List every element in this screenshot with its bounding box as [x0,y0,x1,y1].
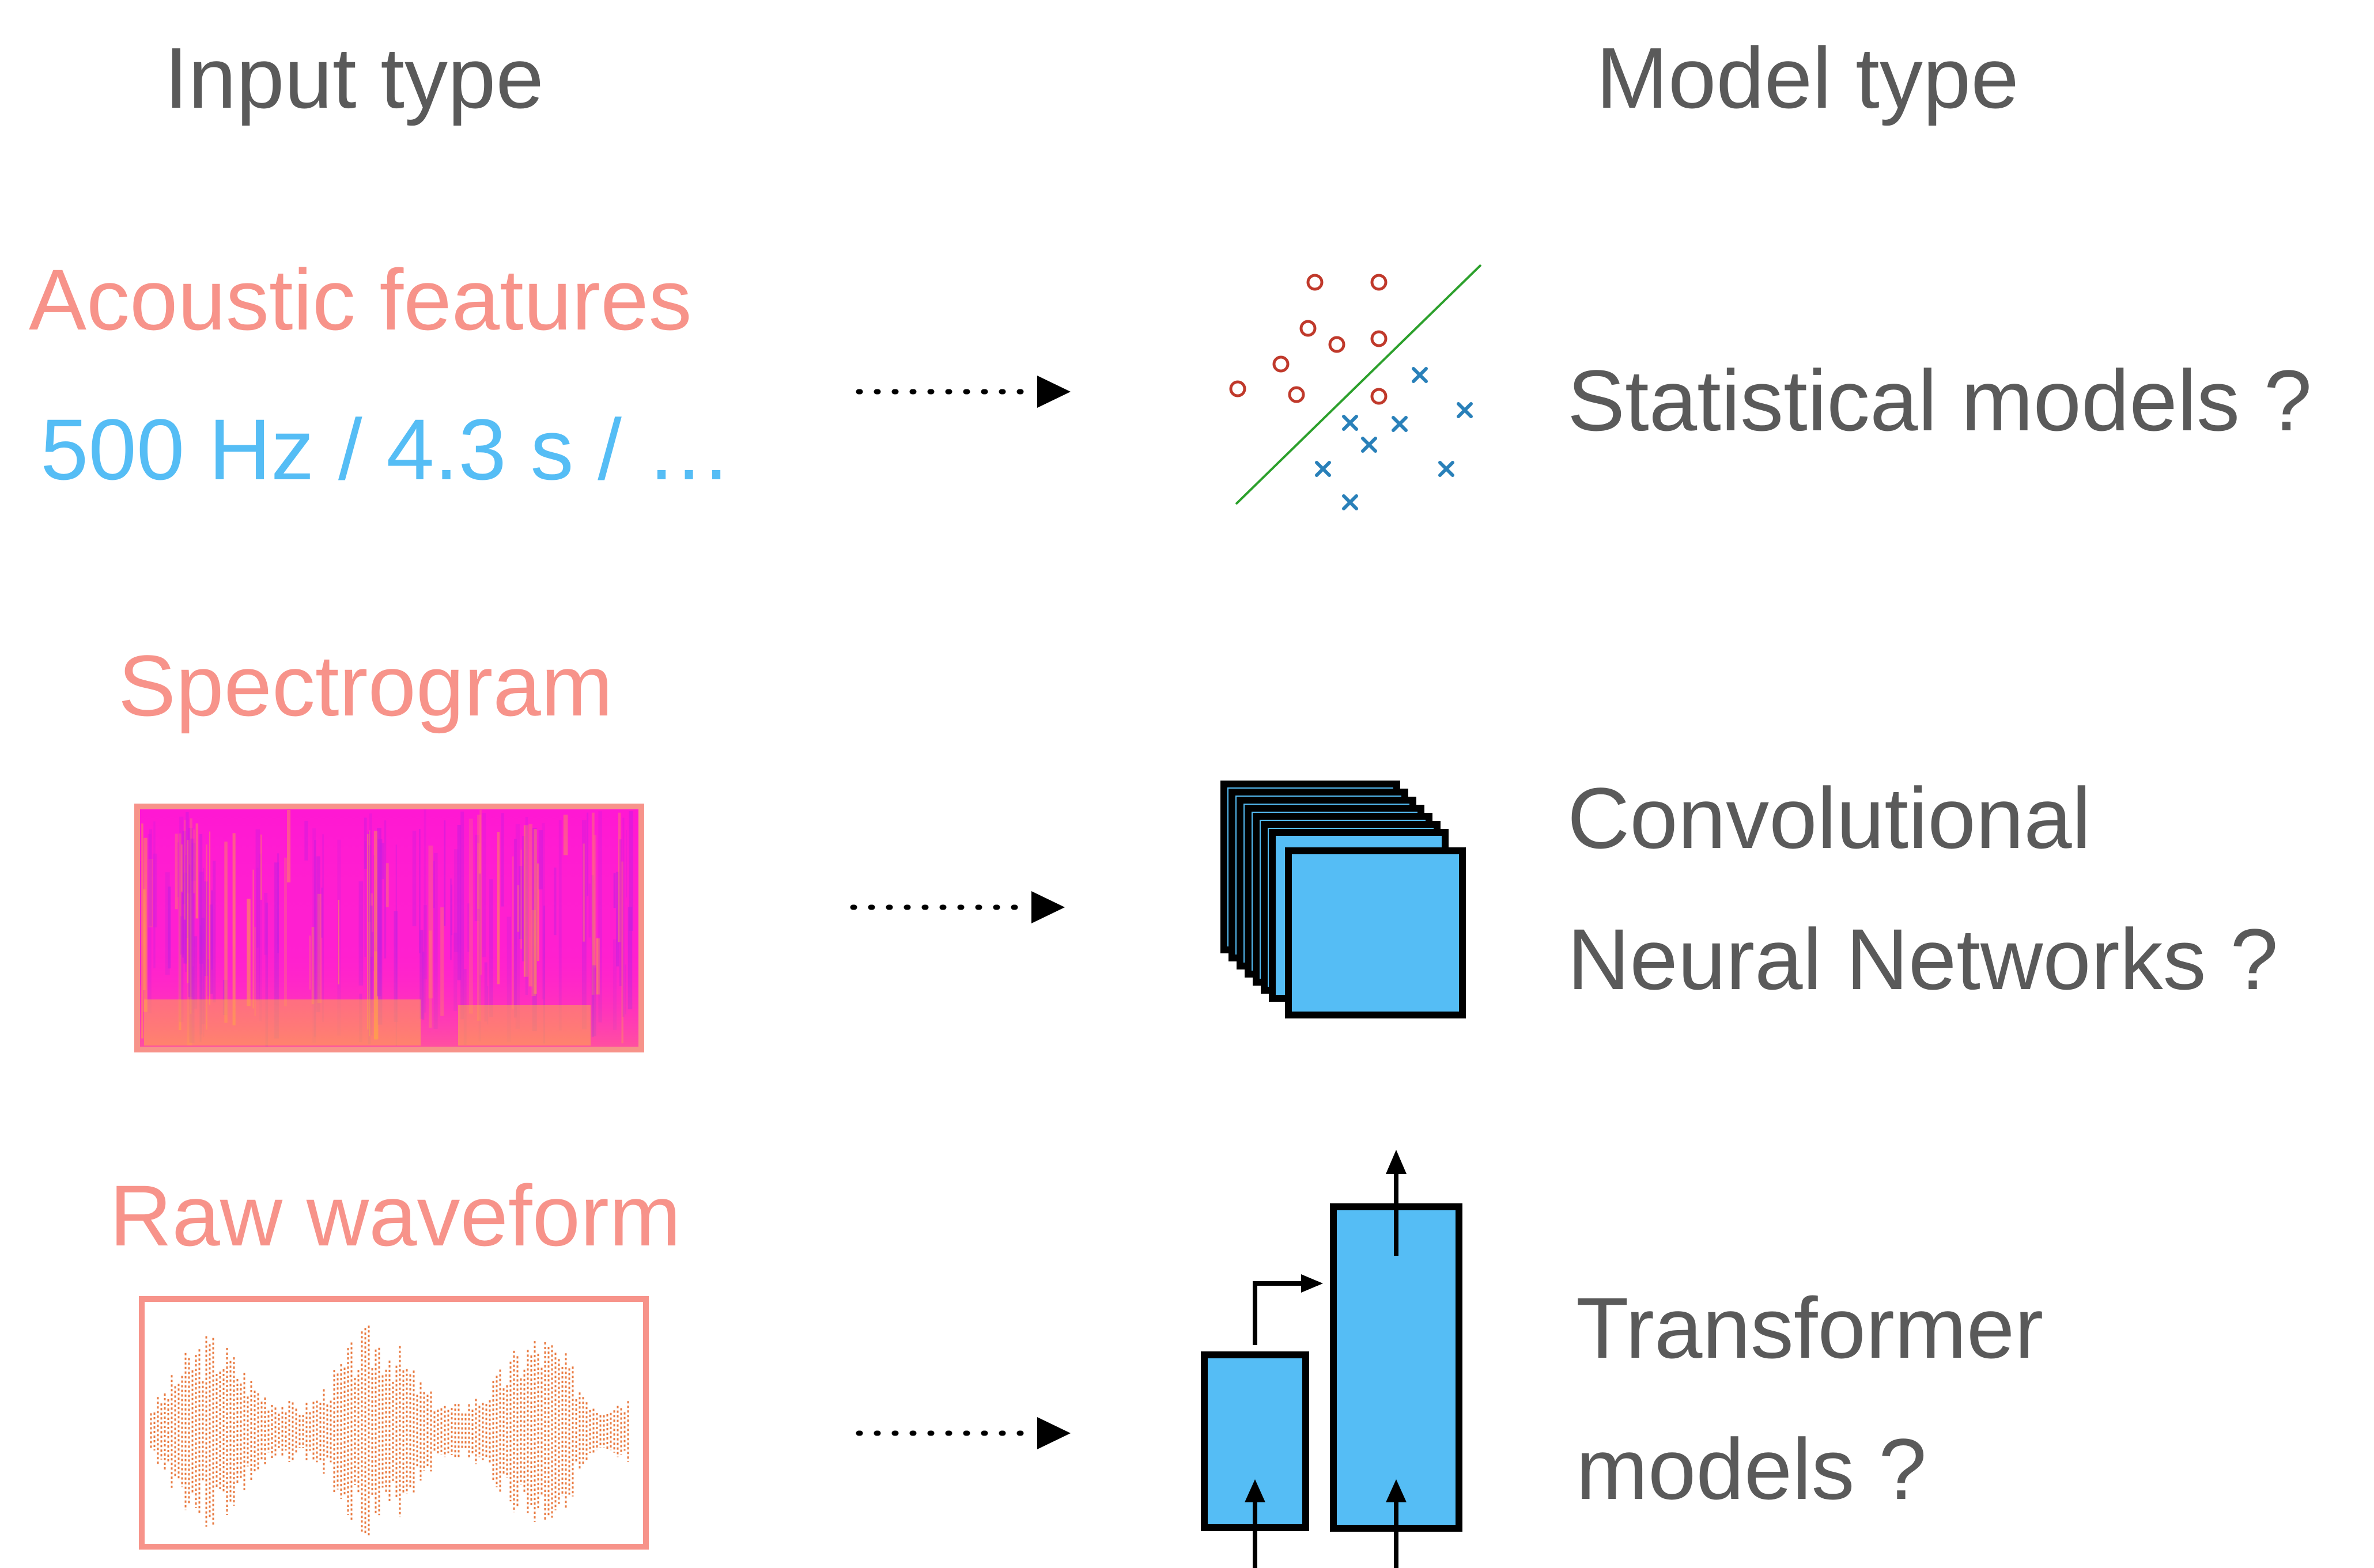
cross-class-points [1315,367,1473,510]
scatter-classifier-icon [1229,264,1482,510]
raw-waveform-label: Raw waveform [109,1167,681,1264]
dotted-arrow-icon [856,376,1071,408]
transformer-label-line2: models ? [1576,1421,1927,1517]
transformer-label-line1: Transformer [1576,1279,2044,1376]
statistical-models-label: Statistical models ? [1567,352,2312,449]
spectrogram-image [134,804,644,1052]
cnn-label-line2: Neural Networks ? [1567,911,2278,1008]
dotted-arrow-icon [850,891,1065,923]
circle-class-points [1229,274,1388,405]
input-type-header: Input type [164,29,544,126]
dotted-arrow-icon [856,1417,1071,1449]
spectrogram-label: Spectrogram [118,637,613,734]
stacked-feature-maps-icon [1220,781,1466,1018]
residual-block-icon [1201,1150,1462,1568]
waveform-image [139,1296,649,1550]
cnn-label-line1: Convolutional [1567,770,2091,866]
acoustic-features-label: Acoustic features [29,251,692,348]
model-type-header: Model type [1596,29,2019,126]
acoustic-features-example: 500 Hz / 4.3 s / … [40,401,732,498]
